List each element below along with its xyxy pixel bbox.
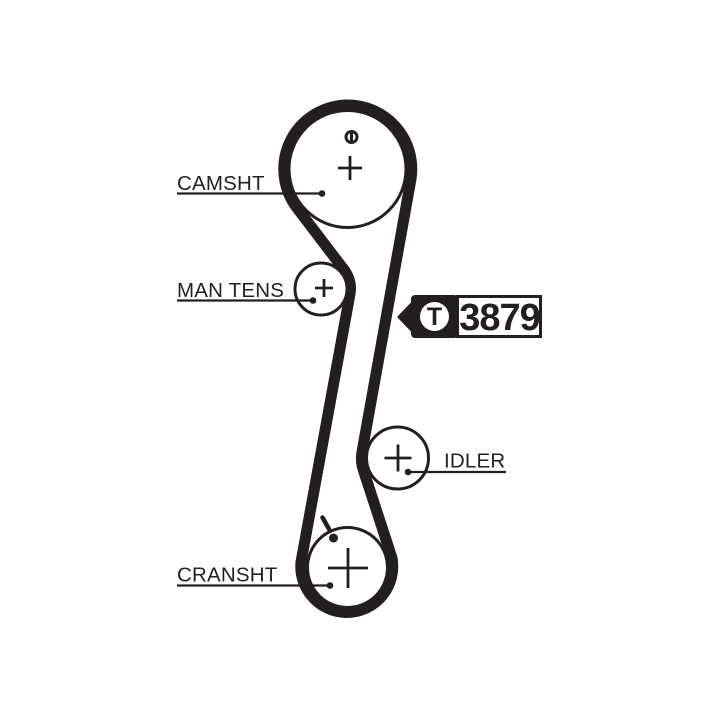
part-number-tag: T 3879 [397, 295, 542, 339]
camshaft-label: CAMSHT [177, 172, 265, 195]
tag-number-box [456, 295, 542, 338]
tag-part-number: 3879 [459, 297, 540, 339]
tag-brand-letter: T [427, 303, 442, 331]
tensioner-label: MAN TENS [177, 279, 284, 302]
tensioner-leader-line [177, 297, 317, 304]
crankshaft-label: CRANSHT [177, 564, 278, 587]
crankshaft-center-cross-icon [328, 548, 368, 588]
tag-brand-badge-icon [420, 302, 449, 331]
camshaft-center-cross-icon [338, 156, 362, 180]
tag-arrow-icon [397, 302, 414, 332]
timing-belt [278, 99, 418, 618]
crankshaft-leader-line [177, 582, 334, 589]
idler-center-cross-icon [384, 444, 412, 472]
crank-timing-mark-icon [320, 515, 338, 543]
camshaft-leader-line [177, 190, 326, 197]
tensioner-center-cross-icon [315, 279, 333, 297]
idler-label: IDLER [444, 450, 505, 473]
cam-timing-mark-icon [344, 130, 359, 144]
idler-leader-line [404, 468, 506, 476]
